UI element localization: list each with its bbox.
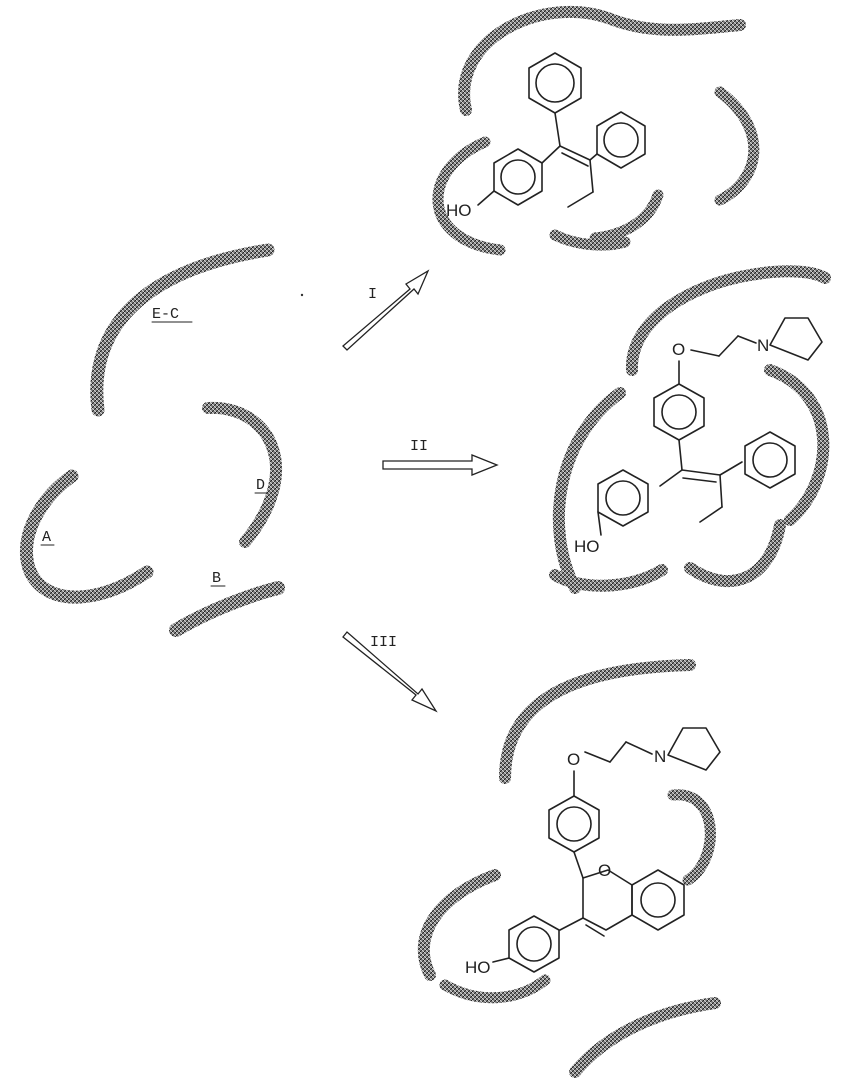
compound-iii-chain-3 (584, 751, 611, 763)
receptor-site-group: E-C D A B (20, 243, 304, 637)
compound-ii-chain-2 (718, 335, 739, 357)
compound-ii-site-arcs (549, 265, 831, 594)
compound-i-structure: HO (446, 52, 646, 220)
arrow-ii: II (382, 438, 499, 476)
site-label-b: B (212, 570, 221, 587)
compound-ii-ho: HO (574, 537, 600, 556)
compound-ii-bond (719, 461, 743, 476)
compound-ii-double-bond (681, 469, 721, 476)
compound-iii-arc-bottom-right (569, 997, 721, 1078)
compound-iii-double-bond (585, 924, 605, 937)
compound-i-phenyl-right (596, 111, 646, 169)
compound-ii-phenol-ring-aromatic (605, 480, 641, 516)
compound-iii-chain-2 (609, 741, 627, 763)
compound-iii-arc-top (499, 659, 696, 784)
compound-i-ethyl-2 (567, 191, 594, 208)
compound-ii-arc-bottom-right (684, 519, 786, 588)
site-label-ec: E-C (152, 306, 179, 323)
site-arc-d (202, 401, 283, 548)
speck-dot (300, 293, 304, 297)
compound-ii-arc-left (552, 387, 626, 594)
compound-i-phenyl-right-ring (603, 122, 639, 158)
site-label-a: A (42, 529, 51, 546)
compound-i-site-arcs (432, 5, 760, 256)
compound-i-ho: HO (446, 201, 472, 220)
compound-iii-pyrrolidine (667, 727, 721, 771)
compound-i-double-bond-2 (561, 152, 589, 167)
compound-i: HO (432, 5, 760, 256)
arrow-ii-shape (382, 454, 499, 476)
compound-i-phenyl-top-ring (535, 63, 575, 103)
compound-i-arc-bottom-right (589, 189, 664, 244)
arrow-iii-label: III (370, 634, 397, 651)
compound-ii-structure: N O HO (574, 317, 823, 556)
arrow-i-label: I (368, 286, 377, 303)
compound-iii-ho: HO (465, 958, 491, 977)
compound-ii-phenyl-right-ring (752, 442, 788, 478)
arrow-ii-label: II (410, 438, 428, 455)
compound-iii-arc-bottom-left (439, 974, 551, 1004)
compound-i-arc-right (714, 86, 760, 206)
compound-iii-phenoxy-ring-aromatic (556, 806, 592, 842)
compound-ii-ethyl-2 (699, 506, 723, 523)
compound-i-phenol-ring-aromatic (500, 159, 536, 195)
compound-i-arc-left (432, 136, 506, 256)
compound-iii-bond (559, 917, 584, 931)
compound-iii-bond (573, 851, 584, 879)
compound-ii-n: N (757, 336, 769, 355)
compound-ii-phenol-ring (597, 469, 649, 527)
compound-iii-oh-bond (492, 957, 510, 963)
compound-i-arc-bottom (549, 229, 631, 251)
compound-ii-oh-bond (597, 511, 602, 536)
arrow-i-shape (342, 269, 430, 351)
compound-ii-bond (659, 469, 683, 487)
compound-i-bond (589, 153, 598, 161)
compound-iii-phenol-ring-aromatic (516, 926, 552, 962)
compound-ii-phenoxy-ring-aromatic (661, 394, 697, 430)
compound-ii-arc-right (764, 364, 830, 526)
compound-iii-benzo-ring (631, 869, 685, 931)
compound-i-bond (541, 145, 561, 164)
compound-iii-o-ether: O (567, 750, 580, 769)
compound-iii-chain-1 (625, 741, 653, 755)
compound-iii-site-arcs (417, 659, 721, 1078)
compound-ii-pyrrolidine (769, 317, 823, 361)
compound-ii-chain-1 (737, 335, 757, 344)
site-arc-ec (90, 243, 275, 417)
compound-iii-phenol-ring (508, 915, 560, 973)
compound-iii-arc-left (417, 869, 501, 981)
compound-ii-double-bond-2 (682, 477, 717, 483)
compound-i-oh-bond (477, 190, 495, 206)
compound-ii-phenyl-right (744, 431, 796, 489)
site-label-d: D (256, 477, 265, 494)
site-arc-b (169, 581, 285, 637)
compound-i-ethyl-1 (589, 159, 594, 193)
compound-ii-arc-bottom-left (549, 564, 668, 592)
compound-ii-bond (678, 439, 683, 471)
compound-iii-structure: N O O HO (465, 727, 721, 977)
compound-ii: N O HO (549, 265, 831, 594)
compound-i-bond (554, 112, 561, 147)
compound-ii-o: O (672, 340, 685, 359)
compound-iii: N O O HO (417, 659, 721, 1078)
compound-i-double-bond (559, 145, 591, 161)
arrow-iii-shape (342, 631, 438, 713)
compound-ii-arc-top (625, 265, 831, 376)
compound-ii-chain-3 (690, 349, 720, 357)
compound-iii-n: N (654, 747, 666, 766)
compound-ii-ethyl-1 (719, 474, 723, 508)
compound-i-arc-top (458, 5, 746, 116)
compound-iii-benzo-ring-aromatic (640, 882, 676, 918)
compound-iii-o-ring: O (598, 861, 611, 880)
arrow-iii: III (342, 631, 438, 713)
site-arc-a (20, 469, 154, 604)
compound-iii-arc-right (667, 789, 716, 886)
arrow-i: I (342, 269, 430, 351)
